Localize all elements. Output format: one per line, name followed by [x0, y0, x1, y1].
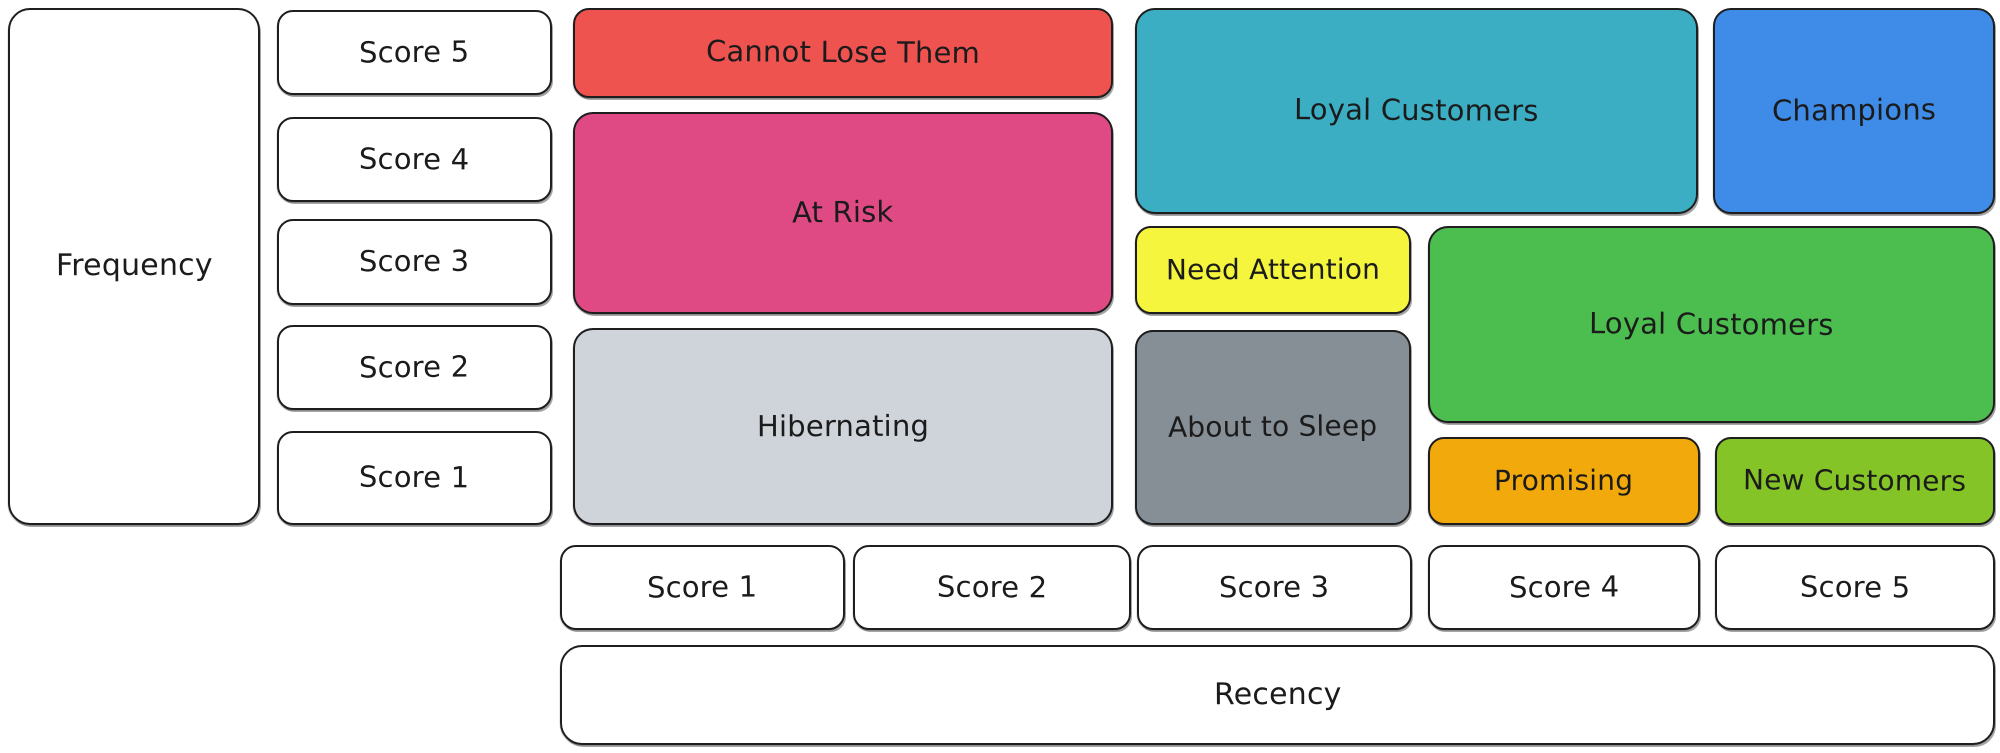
frequency-score-3[interactable]: Score 3: [277, 219, 552, 305]
recency-score-1[interactable]: Score 1: [560, 545, 845, 630]
segment-hibernating[interactable]: Hibernating: [573, 328, 1113, 525]
frequency-score-5-label: Score 5: [359, 34, 470, 70]
recency-score-5-label: Score 5: [1799, 569, 1911, 605]
segment-loyal-customers-teal-label: Loyal Customers: [1294, 92, 1539, 129]
segment-new-customers[interactable]: New Customers: [1715, 437, 1995, 525]
segment-promising[interactable]: Promising: [1428, 437, 1700, 525]
segment-loyal-customers-teal[interactable]: Loyal Customers: [1135, 8, 1698, 214]
recency-score-4-label: Score 4: [1508, 569, 1620, 605]
recency-score-4[interactable]: Score 4: [1428, 545, 1700, 630]
recency-score-3[interactable]: Score 3: [1137, 545, 1412, 630]
recency-score-3-label: Score 3: [1219, 569, 1330, 605]
segment-promising-label: Promising: [1494, 463, 1634, 498]
frequency-axis-label: Frequency: [55, 247, 213, 284]
frequency-axis-label-box: Frequency: [8, 8, 260, 525]
segment-need-attention[interactable]: Need Attention: [1135, 226, 1411, 314]
segment-at-risk-label: At Risk: [792, 194, 894, 230]
recency-axis-label: Recency: [1213, 676, 1342, 712]
segment-cannot-lose-them[interactable]: Cannot Lose Them: [573, 8, 1113, 98]
frequency-score-1[interactable]: Score 1: [277, 431, 552, 525]
segment-at-risk[interactable]: At Risk: [573, 112, 1113, 314]
segment-cannot-lose-them-label: Cannot Lose Them: [705, 34, 981, 71]
recency-axis-label-box: Recency: [560, 645, 1995, 745]
segment-about-to-sleep-label: About to Sleep: [1168, 409, 1378, 445]
frequency-score-3-label: Score 3: [359, 244, 470, 279]
recency-score-5[interactable]: Score 5: [1715, 545, 1995, 630]
segment-need-attention-label: Need Attention: [1165, 252, 1381, 287]
segment-loyal-customers-green-label: Loyal Customers: [1589, 305, 1834, 342]
frequency-score-2-label: Score 2: [359, 349, 470, 385]
frequency-score-4[interactable]: Score 4: [277, 117, 552, 202]
segment-champions-label: Champions: [1771, 92, 1937, 129]
segment-loyal-customers-green[interactable]: Loyal Customers: [1428, 226, 1995, 423]
recency-score-2[interactable]: Score 2: [853, 545, 1131, 630]
segment-about-to-sleep[interactable]: About to Sleep: [1135, 330, 1411, 525]
segment-new-customers-label: New Customers: [1743, 463, 1967, 498]
recency-score-2-label: Score 2: [936, 569, 1048, 605]
segment-hibernating-label: Hibernating: [756, 408, 930, 444]
segment-champions[interactable]: Champions: [1713, 8, 1995, 214]
frequency-score-1-label: Score 1: [359, 459, 470, 495]
frequency-score-4-label: Score 4: [359, 141, 470, 177]
frequency-score-2[interactable]: Score 2: [277, 325, 552, 410]
recency-score-1-label: Score 1: [647, 569, 758, 605]
frequency-score-5[interactable]: Score 5: [277, 10, 552, 95]
